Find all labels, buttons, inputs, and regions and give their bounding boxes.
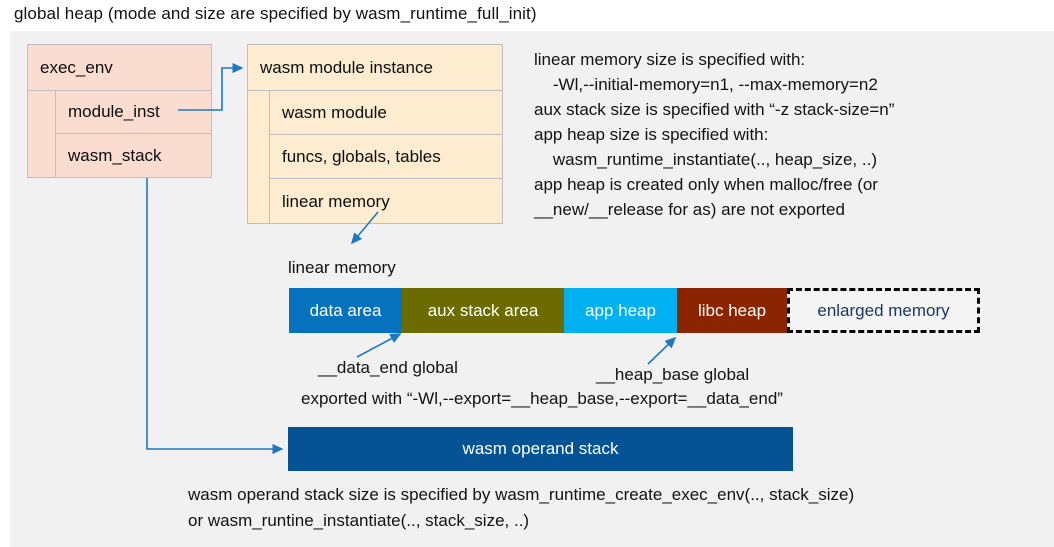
module-instance-body: wasm module funcs, globals, tables linea…	[248, 91, 502, 224]
exec-env-field-module-inst: module_inst	[56, 91, 211, 134]
memory-segment-enlarged-memory: enlarged memory	[787, 288, 980, 333]
annotation-exported-with: exported with “-Wl,--export=__heap_base,…	[301, 389, 783, 408]
exec-env-header: exec_env	[28, 45, 211, 91]
linear-memory-layout-bar: data area aux stack area app heap libc h…	[289, 288, 980, 333]
exec-env-box: exec_env module_inst wasm_stack	[27, 44, 212, 178]
memory-segment-aux-stack-area: aux stack area	[402, 288, 564, 333]
exec-env-gutter	[28, 91, 56, 177]
memory-segment-app-heap: app heap	[564, 288, 677, 333]
exec-env-field-list: module_inst wasm_stack	[56, 91, 211, 177]
operand-stack-notes: wasm operand stack size is specified by …	[188, 485, 855, 530]
module-instance-field-linear-memory: linear memory	[282, 191, 390, 211]
memory-configuration-notes: linear memory size is specified with: -W…	[534, 50, 895, 219]
module-instance-field-funcs-globals-tables: funcs, globals, tables	[270, 135, 502, 179]
module-instance-header: wasm module instance	[248, 45, 502, 91]
annotation-heap-base-global: __heap_base global	[596, 365, 750, 384]
wasm-operand-stack-box: wasm operand stack	[288, 427, 793, 471]
exec-env-body: module_inst wasm_stack	[28, 91, 211, 177]
linear-memory-bar-label: linear memory	[288, 258, 396, 277]
annotation-data-end-global: __data_end global	[318, 358, 458, 377]
memory-segment-libc-heap: libc heap	[677, 288, 787, 333]
exec-env-field-wasm-stack: wasm_stack	[68, 145, 162, 165]
memory-segment-data-area: data area	[289, 288, 402, 333]
module-instance-gutter	[248, 91, 270, 224]
wasm-module-instance-box: wasm module instance wasm module funcs, …	[247, 44, 503, 224]
page-title: global heap (mode and size are specified…	[14, 4, 537, 23]
module-instance-field-wasm-module: wasm module	[270, 91, 502, 135]
module-instance-field-list: wasm module funcs, globals, tables linea…	[270, 91, 502, 224]
